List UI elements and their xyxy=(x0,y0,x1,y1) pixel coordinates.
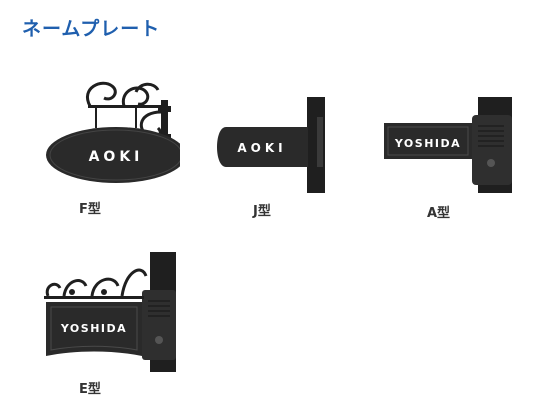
scroll-ornament-left xyxy=(86,81,117,107)
oval-plate xyxy=(46,127,180,183)
page-title: ネームプレート xyxy=(22,18,161,40)
top-rail xyxy=(44,296,144,299)
a-type-plate-graphic: YOSHIDA xyxy=(384,97,512,193)
j-type-plate-graphic: AOKI xyxy=(217,97,325,193)
f-type-plate-graphic: AOKI xyxy=(46,81,180,183)
intercom-button xyxy=(487,159,495,167)
caption-f-type: F型 xyxy=(79,202,101,217)
product-a-image[interactable]: YOSHIDA xyxy=(380,95,530,195)
wall-bracket-post xyxy=(161,100,168,160)
product-e-image[interactable]: YOSHIDA xyxy=(42,250,182,375)
scroll-ornament-mid xyxy=(121,86,150,107)
plate-name-text: YOSHIDA xyxy=(394,137,461,150)
caption-j-type: J型 xyxy=(253,204,271,219)
plate-name-text: AOKI xyxy=(89,149,144,165)
intercom-unit xyxy=(142,290,176,360)
e-type-plate-graphic: YOSHIDA xyxy=(44,252,176,372)
curved-plate xyxy=(217,127,308,167)
product-j-image[interactable]: AOKI xyxy=(212,95,327,195)
intercom-unit xyxy=(472,115,512,185)
caption-e-type: E型 xyxy=(79,382,101,397)
plate-name-text: AOKI xyxy=(237,141,286,155)
plate-name-text: YOSHIDA xyxy=(60,322,127,335)
intercom-button xyxy=(155,336,163,344)
product-f-image[interactable]: AOKI xyxy=(40,78,180,193)
scroll-ornament xyxy=(45,282,62,297)
caption-a-type: A型 xyxy=(427,206,451,221)
rect-plate xyxy=(384,123,472,159)
hanging-arm xyxy=(88,105,162,108)
shaped-plate xyxy=(46,302,142,356)
